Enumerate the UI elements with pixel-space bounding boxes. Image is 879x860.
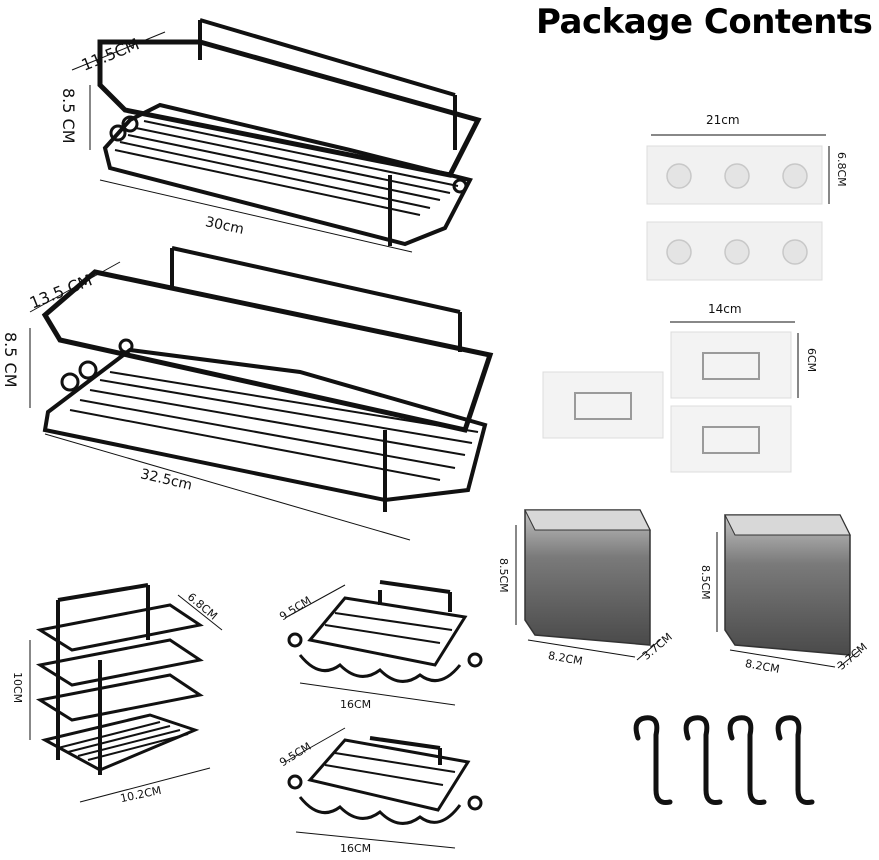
strip-pad-height-label: 6.8CM [835,152,848,187]
cup-right [724,514,851,656]
tall-basket [35,583,204,775]
s-hook-icon [633,715,815,805]
large-rack-height-label: 8.5 CM [1,332,20,388]
square-pad-width-label: 14cm [708,302,742,316]
dimension-lines-cups [515,525,861,669]
square-pad-height-label: 6CM [805,348,818,373]
cup-left-height-label: 8.5CM [497,558,510,593]
dimension-lines-strip [651,134,830,204]
medium-rack-height-label: 8.5 CM [59,88,78,144]
shower-caddy-medium [97,18,482,247]
strip-adhesive-pads [646,145,823,281]
cup-left [524,509,651,646]
strip-pad-width-label: 21cm [706,113,740,127]
dimension-lines-medium [71,31,413,253]
soap-dish-bottom-length-label: 16CM [340,842,372,855]
soap-dish-bottom [287,736,483,825]
soap-dish-top [287,580,483,683]
basket-height-label: 10CM [11,672,24,704]
dimension-lines-square [670,321,799,398]
dimension-lines-soap1 [284,584,456,706]
shower-caddy-large [41,246,494,512]
dimension-lines-basket [29,594,223,803]
square-adhesive-pads [542,331,792,473]
package-contents-title: Package Contents [536,2,873,42]
dimension-lines-large [29,261,411,541]
cup-right-height-label: 8.5CM [699,565,712,600]
soap-dish-top-length-label: 16CM [340,698,372,711]
dimension-lines-soap2 [284,727,456,849]
